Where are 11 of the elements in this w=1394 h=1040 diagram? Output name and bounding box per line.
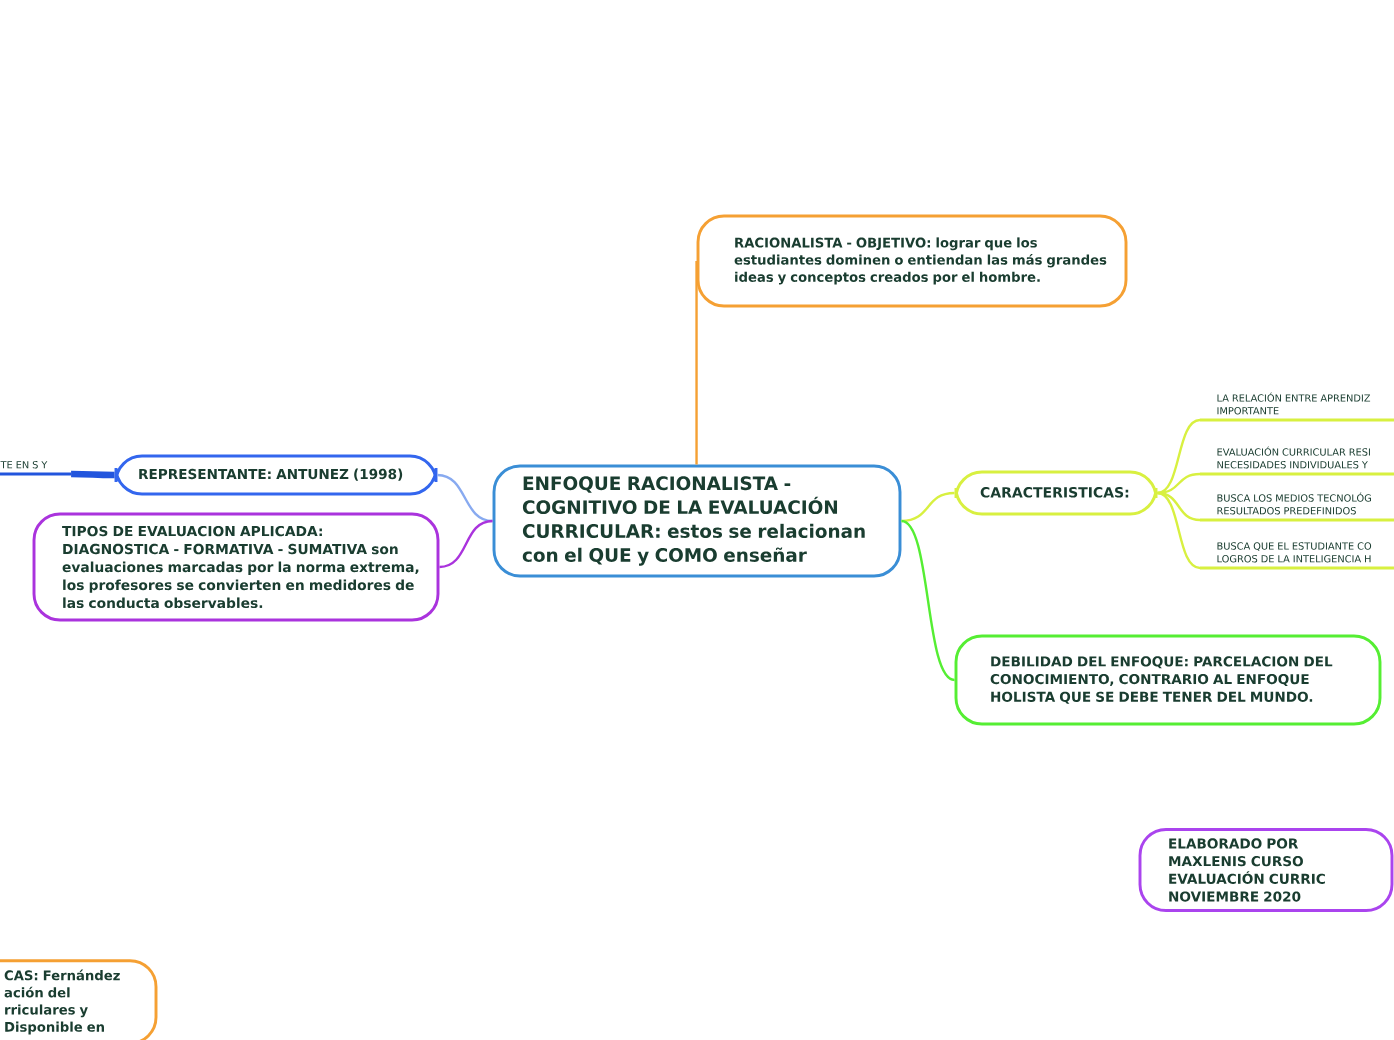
connector-line	[901, 491, 955, 523]
connector-line	[1157, 472, 1201, 495]
connector-line	[695, 261, 698, 465]
connector-line	[900, 519, 956, 682]
connector-line	[71, 470, 115, 479]
connector-line	[1157, 418, 1201, 495]
connector-line	[437, 473, 493, 523]
topic-box: ENFOQUE RACIONALISTA - COGNITIVO DE LA EVALUACIÓN CURRICULAR: estos se relacionan con el QUE y COMO enseñar	[492, 464, 902, 578]
connector-line	[1157, 491, 1201, 522]
connector-line	[439, 519, 493, 569]
connector-line	[1157, 491, 1201, 570]
